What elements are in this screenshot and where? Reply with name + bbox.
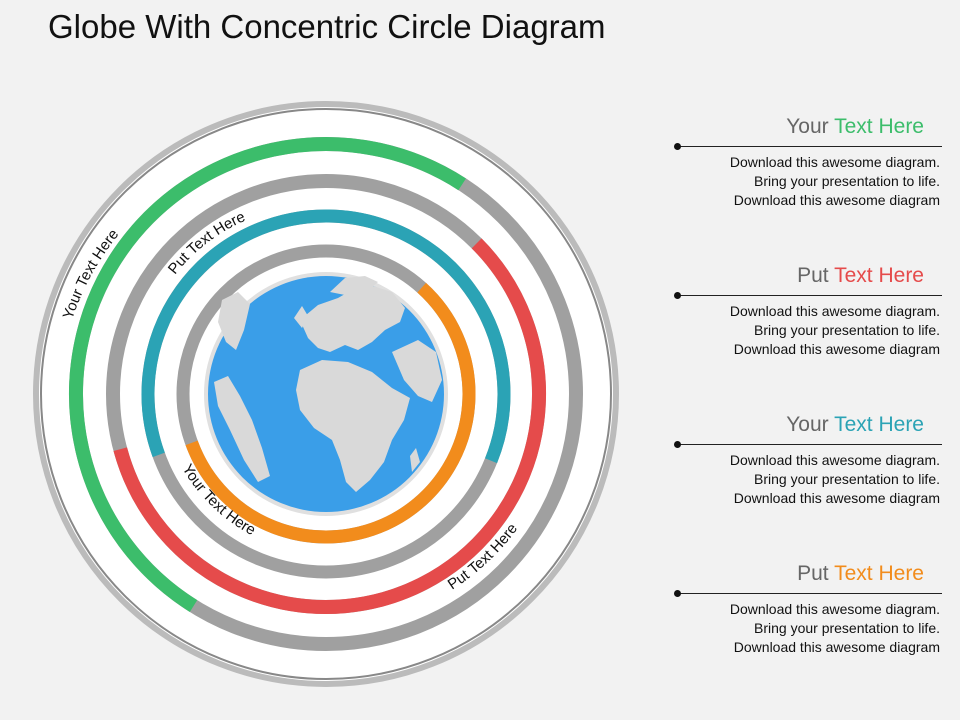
heading-accent: Text Here	[834, 264, 924, 287]
globe-land-europe	[300, 285, 405, 352]
ring-2-red-segment	[113, 238, 546, 614]
ring-1-green-segment	[69, 137, 466, 612]
ring-3-teal-segment	[141, 209, 511, 464]
panel-description: Download this awesome diagram. Bring you…	[729, 303, 940, 357]
divider-line	[674, 441, 942, 448]
text-panel-4: Put Text Here Download this awesome diag…	[670, 559, 942, 657]
heading-lead: Put	[797, 264, 829, 287]
panel-heading: Your Text Here	[670, 410, 942, 440]
outer-disc-border	[40, 108, 612, 680]
bullet-dot-icon	[674, 441, 681, 448]
panel-description: Download this awesome diagram. Bring you…	[729, 601, 940, 655]
globe-land-americas	[214, 292, 270, 482]
divider-line	[674, 590, 942, 597]
heading-lead: Your	[786, 413, 829, 436]
panel-description: Download this awesome diagram. Bring you…	[729, 452, 940, 506]
divider-line	[674, 292, 942, 299]
divider-line	[674, 143, 942, 150]
bullet-dot-icon	[674, 292, 681, 299]
globe-land-madagascar	[410, 448, 420, 472]
text-panel-2: Put Text Here Download this awesome diag…	[670, 261, 942, 359]
heading-accent: Text Here	[834, 115, 924, 138]
text-panel-1: Your Text Here Download this awesome dia…	[670, 112, 942, 210]
globe-land-scandinavia	[330, 276, 378, 296]
globe-icon	[204, 272, 448, 516]
text-panel-3: Your Text Here Download this awesome dia…	[670, 410, 942, 508]
panel-heading: Put Text Here	[670, 261, 942, 291]
bullet-dot-icon	[674, 590, 681, 597]
heading-accent: Text Here	[834, 413, 924, 436]
globe-land-africa	[296, 360, 410, 492]
panel-heading: Your Text Here	[670, 112, 942, 142]
panel-heading: Put Text Here	[670, 559, 942, 589]
heading-accent: Text Here	[834, 562, 924, 585]
page-title: Globe With Concentric Circle Diagram	[48, 8, 606, 45]
heading-lead: Put	[797, 562, 829, 585]
ring-4-orange-segment	[185, 282, 476, 544]
bullet-dot-icon	[674, 143, 681, 150]
globe-land-uk	[294, 306, 308, 328]
panel-description: Download this awesome diagram. Bring you…	[729, 154, 940, 208]
globe-land-asia	[392, 340, 442, 402]
rings-group	[69, 137, 583, 651]
heading-lead: Your	[786, 115, 829, 138]
